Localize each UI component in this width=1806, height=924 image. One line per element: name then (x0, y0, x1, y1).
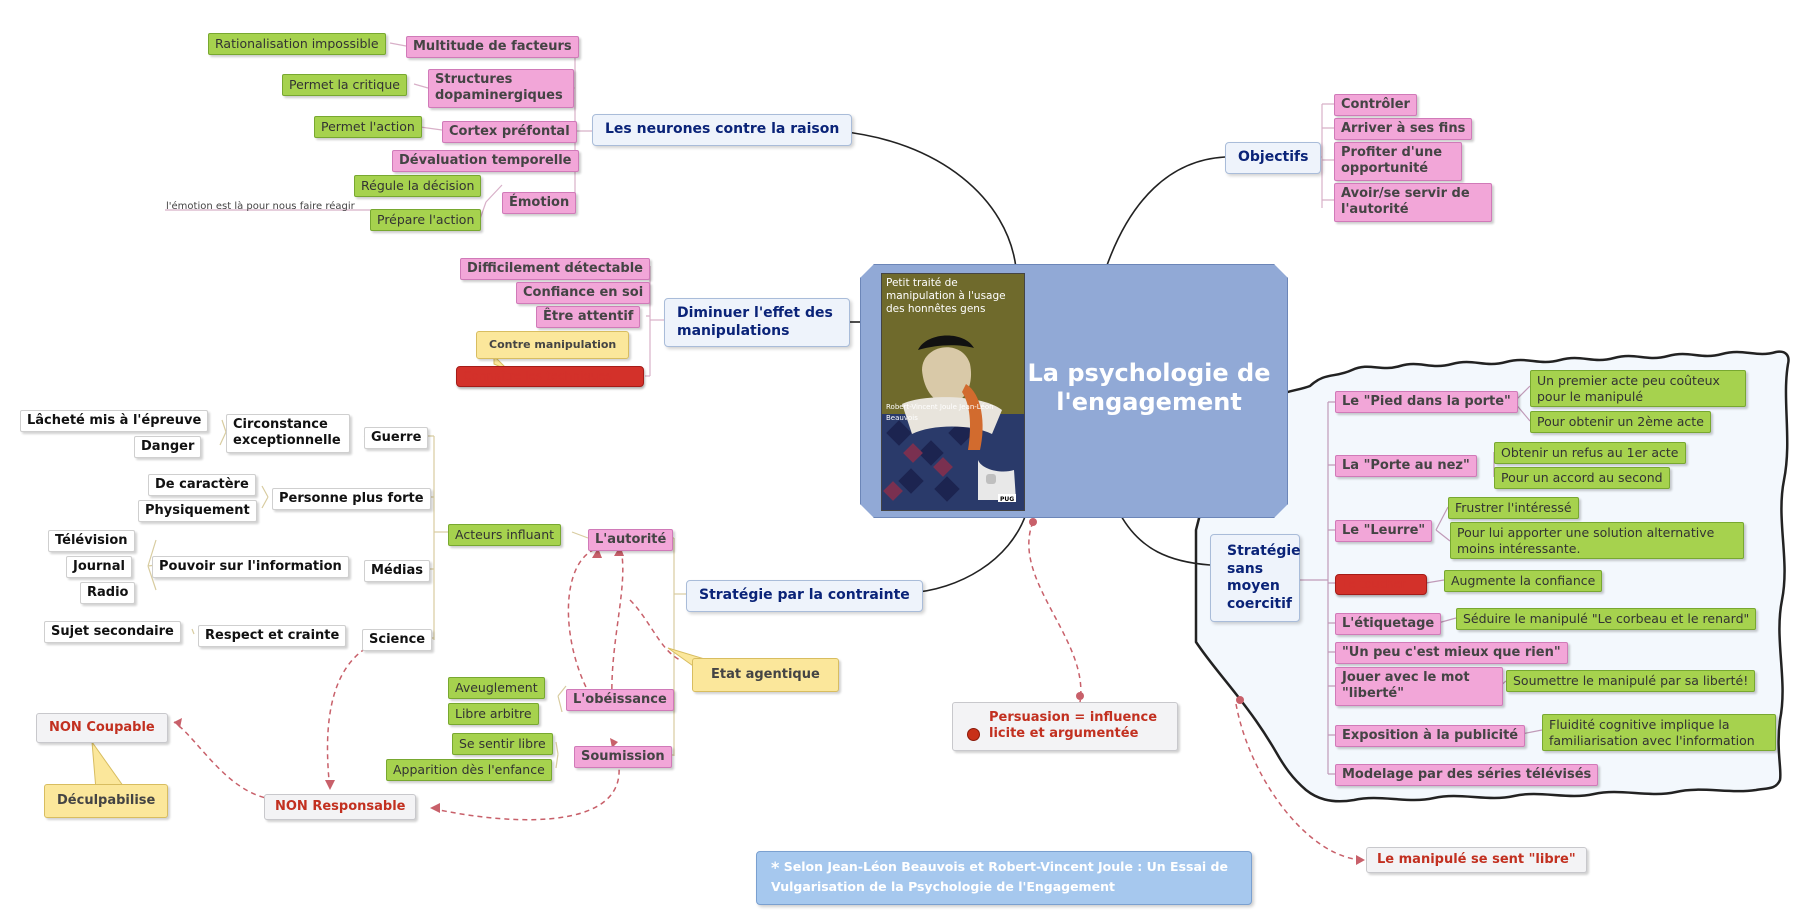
coercition-child-solution[interactable]: Pour lui apporter une solution alternati… (1450, 522, 1744, 560)
objectifs-item-arriver[interactable]: Arriver à ses fins (1334, 118, 1473, 141)
contrainte-caractere[interactable]: De caractère (148, 474, 256, 497)
neurones-child-rationalisation[interactable]: Rationalisation impossible (208, 33, 386, 55)
contrainte-circonstance-label: Circonstance exceptionnelle (233, 417, 341, 449)
objectifs-item-profiter[interactable]: Profiter d'une opportunité (1334, 142, 1462, 181)
contrainte-non-responsable[interactable]: NON Responsable (264, 794, 417, 821)
contrainte-obeissance[interactable]: L'obéissance (566, 689, 674, 712)
contrainte-journal[interactable]: Journal (66, 556, 132, 579)
book-title: Petit traité de manipulation à l'usage d… (886, 277, 1006, 316)
topic-diminuer[interactable]: Diminuer l'effet des manipulations (664, 298, 850, 347)
coercition-item-liberte[interactable]: Jouer avec le mot "liberté" (1335, 667, 1503, 706)
contrainte-personne[interactable]: Personne plus forte (272, 488, 431, 511)
coercition-item-toucher[interactable]: Le toucher (1335, 574, 1427, 595)
coercition-child-refus[interactable]: Obtenir un refus au 1er acte (1494, 442, 1686, 464)
contrainte-autorite[interactable]: L'autorité (588, 529, 674, 552)
topic-sans-coercition[interactable]: Stratégie sans moyen coercitif (1210, 534, 1301, 622)
coercition-item-un-peu[interactable]: "Un peu c'est mieux que rien" (1335, 642, 1568, 665)
persuasion-red-icon (967, 728, 980, 741)
contrainte-respect[interactable]: Respect et crainte (198, 625, 347, 648)
neurones-item-structures[interactable]: Structures dopaminergiques (428, 69, 574, 108)
coercition-child-premier[interactable]: Un premier acte peu coûteux pour le mani… (1530, 370, 1746, 408)
coercition-child-frustrer[interactable]: Frustrer l'intéressé (1448, 497, 1579, 519)
neurones-child-critique[interactable]: Permet la critique (282, 74, 407, 96)
neurones-item-devaluation[interactable]: Dévaluation temporelle (392, 150, 579, 173)
objectifs-item-profiter-label: Profiter d'une opportunité (1341, 145, 1443, 177)
neurones-child-prepare[interactable]: Prépare l'action (370, 209, 482, 231)
coercition-child-deuxieme[interactable]: Pour obtenir un 2ème acte (1530, 411, 1711, 433)
contrainte-guerre[interactable]: Guerre (364, 427, 429, 450)
contrainte-agentique[interactable]: Etat agentique (692, 658, 839, 693)
neurones-note: l'émotion est là pour nous faire réagir (166, 201, 355, 212)
contrainte-non-coupable[interactable]: NON Coupable (36, 713, 168, 744)
harlequin-painting-icon (882, 274, 1024, 510)
footer-text: Selon Jean-Léon Beauvois et Robert-Vince… (771, 859, 1228, 894)
diminuer-callout-contre[interactable]: Contre manipulation (476, 331, 630, 359)
coercition-child-confiance[interactable]: Augmente la confiance (1444, 570, 1603, 592)
diminuer-item-attentif[interactable]: Être attentif (536, 306, 641, 329)
coercition-child-accord[interactable]: Pour un accord au second (1494, 467, 1670, 489)
coercition-child-fluidite-label: Fluidité cognitive implique la familiari… (1549, 717, 1755, 748)
contrainte-acteurs[interactable]: Acteurs influant (448, 524, 562, 546)
coercition-child-soumettre[interactable]: Soumettre le manipulé par sa liberté! (1506, 670, 1756, 692)
contrainte-radio[interactable]: Radio (80, 582, 136, 605)
contrainte-lachete[interactable]: Lâcheté mis à l'épreuve (20, 410, 209, 433)
coercition-child-premier-label: Un premier acte peu coûteux pour le mani… (1537, 373, 1720, 404)
topic-contrainte[interactable]: Stratégie par la contrainte (686, 580, 923, 612)
diminuer-item-detectable[interactable]: Difficilement détectable (460, 258, 650, 281)
coercition-child-fluidite[interactable]: Fluidité cognitive implique la familiari… (1542, 714, 1776, 752)
central-topic[interactable]: Petit traité de manipulation à l'usage d… (860, 264, 1288, 518)
contrainte-medias[interactable]: Médias (364, 560, 431, 583)
neurones-item-emotion[interactable]: Émotion (502, 192, 577, 215)
contrainte-deculpabilise[interactable]: Déculpabilise (44, 784, 169, 819)
footer-star: * (771, 858, 780, 877)
diminuer-item-hidden[interactable]: Connaître les techniques (456, 366, 644, 387)
coercition-item-publicite[interactable]: Exposition à la publicité (1335, 725, 1526, 748)
contrainte-libre-arbitre[interactable]: Libre arbitre (448, 703, 539, 725)
coercition-child-solution-label: Pour lui apporter une solution alternati… (1457, 525, 1715, 556)
neurones-item-structures-label: Structures dopaminergiques (435, 72, 563, 104)
neurones-child-action[interactable]: Permet l'action (314, 116, 422, 138)
coercition-item-porte[interactable]: La "Porte au nez" (1335, 455, 1477, 478)
book-cover-image: Petit traité de manipulation à l'usage d… (881, 273, 1025, 511)
central-title: La psychologie de l'engagement (1027, 359, 1271, 416)
objectifs-item-controler[interactable]: Contrôler (1334, 94, 1417, 117)
contrainte-science[interactable]: Science (362, 629, 433, 652)
topic-persuasion-label: Persuasion = influence licite et argumen… (989, 710, 1158, 742)
book-authors: Robert-Vincent Joule Jean-Léon Beauvois (886, 403, 994, 422)
topic-objectifs[interactable]: Objectifs (1225, 142, 1322, 174)
coercition-item-etiquetage[interactable]: L'étiquetage (1335, 613, 1442, 636)
neurones-item-cortex[interactable]: Cortex préfontal (442, 121, 577, 144)
footer-note: * Selon Jean-Léon Beauvois et Robert-Vin… (756, 851, 1252, 905)
coercition-result[interactable]: Le manipulé se sent "libre" (1366, 847, 1587, 874)
diminuer-item-confiance[interactable]: Confiance en soi (516, 282, 651, 305)
contrainte-apparition[interactable]: Apparition dès l'enfance (386, 759, 552, 781)
objectifs-item-autorite-label: Avoir/se servir de l'autorité (1341, 186, 1470, 218)
coercition-item-liberte-label: Jouer avec le mot "liberté" (1342, 670, 1470, 702)
contrainte-circonstance[interactable]: Circonstance exceptionnelle (226, 414, 350, 453)
contrainte-sujet[interactable]: Sujet secondaire (44, 621, 181, 644)
coercition-child-seduire[interactable]: Séduire le manipulé "Le corbeau et le re… (1456, 608, 1757, 630)
contrainte-pouvoir[interactable]: Pouvoir sur l'information (152, 556, 349, 579)
coercition-item-leurre[interactable]: Le "Leurre" (1335, 520, 1433, 543)
coercition-item-pied[interactable]: Le "Pied dans la porte" (1335, 391, 1518, 414)
objectifs-item-autorite[interactable]: Avoir/se servir de l'autorité (1334, 183, 1492, 222)
coercition-item-modelage[interactable]: Modelage par des séries télévisés (1335, 764, 1599, 787)
contrainte-aveuglement[interactable]: Aveuglement (448, 677, 545, 699)
topic-diminuer-label: Diminuer l'effet des manipulations (677, 305, 833, 339)
contrainte-television[interactable]: Télévision (48, 530, 135, 553)
neurones-child-regule[interactable]: Régule la décision (354, 175, 482, 197)
topic-sans-coercition-label: Stratégie sans moyen coercitif (1227, 543, 1301, 612)
neurones-item-multitude[interactable]: Multitude de facteurs (406, 36, 579, 59)
contrainte-se-sentir-libre[interactable]: Se sentir libre (452, 733, 553, 755)
contrainte-physiquement[interactable]: Physiquement (138, 500, 257, 523)
topic-neurones[interactable]: Les neurones contre la raison (592, 114, 853, 146)
contrainte-danger[interactable]: Danger (134, 436, 202, 459)
contrainte-soumission[interactable]: Soumission (574, 746, 672, 769)
topic-persuasion[interactable]: Persuasion = influence licite et argumen… (952, 702, 1178, 751)
book-publisher: PUG (1000, 496, 1015, 503)
